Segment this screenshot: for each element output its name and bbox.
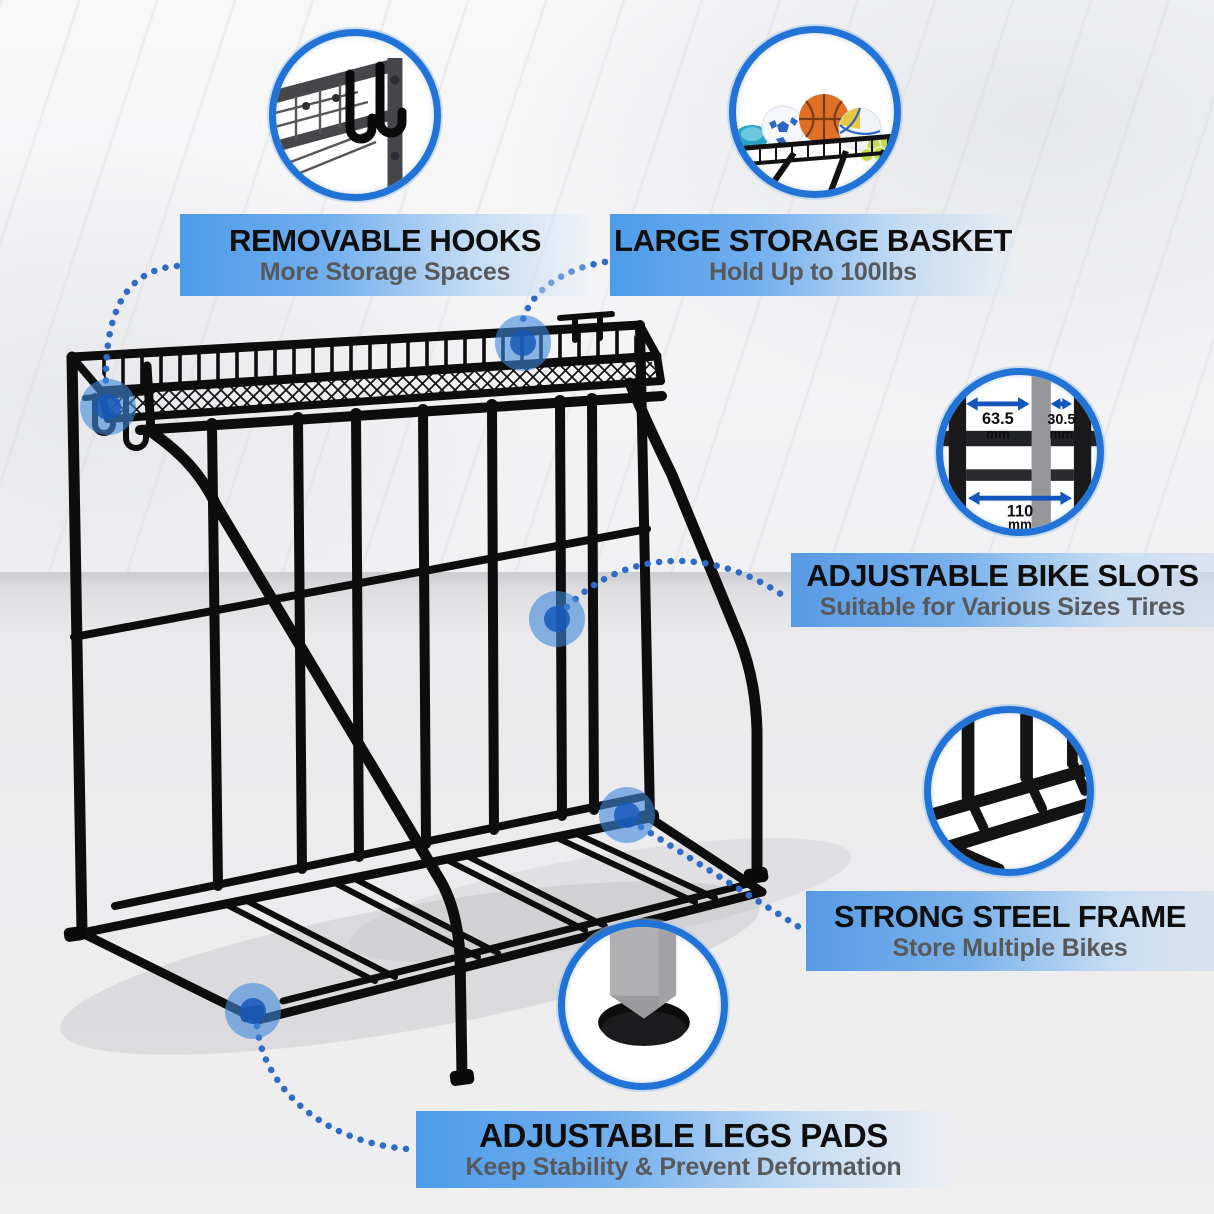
frame-detail-inset	[924, 706, 1094, 876]
slot-right-wall	[1073, 380, 1092, 524]
top-front-rail	[135, 391, 667, 435]
callout-banner-steel-frame: STRONG STEEL FRAME Store Multiple Bikes	[806, 891, 1214, 971]
screws	[302, 75, 400, 161]
bike-rack	[63, 311, 769, 1086]
dimensions-detail-inset: 63.5 mm 30.5 mm 110 mm	[936, 368, 1104, 536]
connector-legs	[253, 1022, 412, 1153]
callout-banner-bike-slots: ADJUSTABLE BIKE SLOTS Suitable for Vario…	[791, 553, 1214, 627]
svg-text:30.5: 30.5	[1047, 412, 1075, 428]
slot-lower-bar	[966, 469, 1074, 481]
callout-banner-storage-basket: LARGE STORAGE BASKET Hold Up to 100lbs	[610, 214, 1016, 296]
svg-text:mm: mm	[1049, 427, 1073, 442]
divider-clamps	[206, 393, 598, 430]
dot-frame	[599, 787, 655, 843]
dimension-arrows	[966, 397, 1072, 505]
callout-banner-removable-hooks: REMOVABLE HOOKS More Storage Spaces	[180, 214, 590, 296]
leg-column-shade	[658, 927, 677, 1008]
left-slant-support	[144, 425, 468, 1081]
connector-slots	[563, 557, 792, 611]
basket-detail-inset	[729, 26, 901, 198]
storage-basket-with-balls-photo	[736, 94, 894, 191]
callout-banner-legs-pads: ADJUSTABLE LEGS PADS Keep Stability & Pr…	[416, 1111, 951, 1188]
svg-text:mm: mm	[1008, 517, 1032, 529]
dot-hooks	[80, 379, 136, 435]
storage-basket	[67, 311, 665, 423]
dot-basket	[495, 315, 551, 371]
connector-frame	[637, 823, 803, 931]
foot-pad-base	[602, 1010, 686, 1046]
callout-title: STRONG STEEL FRAME	[833, 899, 1187, 935]
callout-subtitle: Keep Stability & Prevent Deformation	[465, 1153, 902, 1182]
callout-title: LARGE STORAGE BASKET	[614, 223, 1012, 259]
bike-tube	[1031, 375, 1051, 529]
callout-title: REMOVABLE HOOKS	[228, 223, 542, 259]
callout-subtitle: Store Multiple Bikes	[892, 933, 1128, 962]
removable-hooks-photo	[276, 57, 407, 194]
hook-icon	[345, 61, 407, 144]
slot-left-wall	[948, 380, 967, 524]
right-slant-support	[624, 377, 763, 878]
svg-text:63.5: 63.5	[982, 410, 1014, 428]
dimension-labels: 63.5 mm 30.5 mm 110 mm	[982, 410, 1075, 529]
dot-slots	[529, 591, 585, 647]
callout-subtitle: Suitable for Various Sizes Tires	[819, 592, 1186, 621]
bike-slot-dimensions-photo: 63.5 mm 30.5 mm 110 mm	[943, 375, 1097, 529]
svg-text:110: 110	[1007, 502, 1033, 520]
callout-dots	[80, 315, 655, 1039]
steel-frame-base-photo	[931, 713, 1087, 869]
back-left-post	[66, 351, 88, 939]
callout-title: ADJUSTABLE LEGS PADS	[479, 1116, 888, 1154]
adjustable-leg-pad-photo	[598, 927, 690, 1046]
dot-legs	[225, 983, 281, 1039]
callout-subtitle: More Storage Spaces	[259, 257, 511, 286]
callout-subtitle: Hold Up to 100lbs	[709, 257, 917, 286]
svg-text:mm: mm	[986, 427, 1010, 442]
slot-cross-bar	[943, 430, 1097, 447]
front-left-post	[142, 361, 156, 436]
leg-pad-detail-inset	[558, 920, 728, 1090]
hooks-detail-inset	[269, 29, 441, 201]
callout-title: ADJUSTABLE BIKE SLOTS	[806, 558, 1199, 594]
